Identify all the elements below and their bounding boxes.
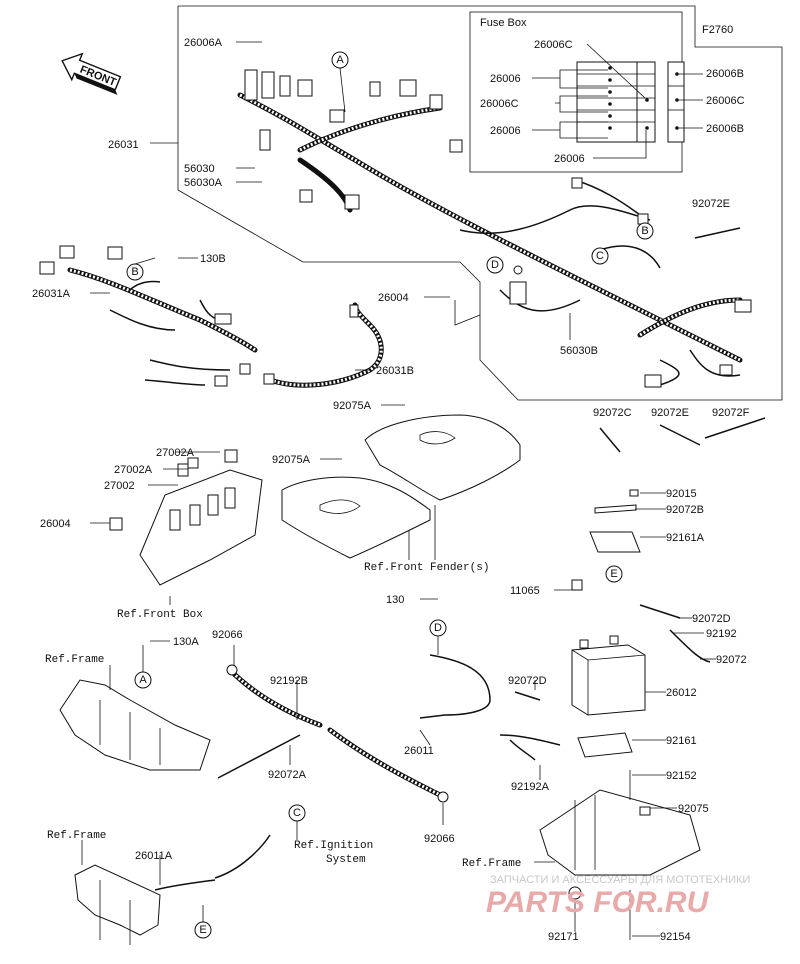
svg-text:D: D xyxy=(491,259,499,271)
part-label-26006a: 26006A xyxy=(184,37,223,49)
part-label-92075: 92075 xyxy=(678,803,709,815)
ref-label: Ref.Front Box xyxy=(117,609,203,621)
part-label-26004: 26004 xyxy=(40,518,71,530)
part-label-26031a: 26031A xyxy=(32,288,71,300)
ref-label: Ref.Frame xyxy=(47,830,106,842)
svg-text:C: C xyxy=(596,250,604,262)
harness-26031a xyxy=(39,245,258,387)
ref-label: System xyxy=(326,854,366,866)
svg-text:B: B xyxy=(131,266,138,278)
svg-text:ЗАПЧАСТИ И АКСЕССУАРЫ ДЛЯ МОТО: ЗАПЧАСТИ И АКСЕССУАРЫ ДЛЯ МОТОТЕХНИКИ xyxy=(490,874,750,886)
fuse-box-title: Fuse Box xyxy=(480,17,527,29)
part-label-92192a: 92192A xyxy=(511,781,550,793)
cables xyxy=(154,227,766,940)
part-label-27002: 27002 xyxy=(104,480,135,492)
part-label-26011: 26011 xyxy=(404,745,434,757)
part-label-92161a: 92161A xyxy=(666,532,705,544)
part-label-92015: 92015 xyxy=(666,488,697,500)
frame-middle-left xyxy=(59,679,211,771)
ref-label: Ref.Ignition xyxy=(294,840,373,852)
part-label-26006c: 26006C xyxy=(706,95,745,107)
main-harness-frame xyxy=(177,5,783,401)
svg-text:C: C xyxy=(293,807,301,819)
callout-circles: A B C D B A D E C E xyxy=(126,51,654,939)
part-label-92152: 92152 xyxy=(666,770,697,782)
main-harness-26031 xyxy=(237,69,752,388)
part-label-92072e: 92072E xyxy=(651,407,689,419)
svg-text:A: A xyxy=(336,54,344,66)
front-box-panel xyxy=(109,449,263,586)
ref-label: Ref.Frame xyxy=(462,858,521,870)
part-label-92192b: 92192B xyxy=(270,675,308,687)
part-label-26006: 26006 xyxy=(554,153,585,165)
reference-labels: Ref.Front Fender(s) Ref.Front BoxRef.Fram… xyxy=(45,562,521,870)
front-arrow: FRONT xyxy=(61,52,122,95)
part-label-26006: 26006 xyxy=(490,125,521,137)
part-label-26006b: 26006B xyxy=(706,123,744,135)
part-label-92161: 92161 xyxy=(666,735,697,747)
part-label-26006c: 26006C xyxy=(480,98,519,110)
svg-text:E: E xyxy=(610,568,617,580)
part-label-92066: 92066 xyxy=(212,629,243,641)
part-label-92072a: 92072A xyxy=(268,769,307,781)
part-label-92171: 92171 xyxy=(548,931,579,943)
part-label-26004: 26004 xyxy=(378,292,409,304)
svg-text:E: E xyxy=(199,924,206,936)
part-label-92072f: 92072F xyxy=(712,407,750,419)
part-label-26031b: 26031B xyxy=(376,365,414,377)
part-label-92072: 92072 xyxy=(716,654,747,666)
svg-text:B: B xyxy=(641,225,648,237)
watermark: ЗАПЧАСТИ И АКСЕССУАРЫ ДЛЯ МОТОТЕХНИКИ PA… xyxy=(486,874,750,919)
part-label-92154: 92154 xyxy=(660,931,691,943)
figure-code: F2760 xyxy=(702,24,733,36)
harness-26031b xyxy=(263,302,384,388)
part-label-92066: 92066 xyxy=(424,833,455,845)
svg-text:PARTS FOR.RU: PARTS FOR.RU xyxy=(486,886,710,919)
part-labels: 26006A260315603056030A26006C2600626006C2… xyxy=(32,37,750,943)
ref-label: Ref.Front Fender(s) xyxy=(364,562,489,574)
part-label-92072c: 92072C xyxy=(593,407,632,419)
part-label-26006: 26006 xyxy=(490,73,521,85)
part-label-27002a: 27002A xyxy=(156,447,195,459)
part-label-26011a: 26011A xyxy=(135,850,173,862)
battery-26012 xyxy=(571,489,646,758)
part-label-27002a: 27002A xyxy=(114,464,153,476)
part-label-92072d: 92072D xyxy=(508,675,547,687)
part-label-26012: 26012 xyxy=(666,687,697,699)
frame-bottom-right xyxy=(539,789,701,876)
part-label-130: 130 xyxy=(386,594,404,606)
part-label-56030: 56030 xyxy=(184,163,215,175)
svg-text:A: A xyxy=(139,674,147,686)
part-label-26006b: 26006B xyxy=(706,68,744,80)
svg-text:D: D xyxy=(434,622,442,634)
part-label-56030a: 56030A xyxy=(184,177,223,189)
ref-label: Ref.Frame xyxy=(45,654,104,666)
part-label-92072d: 92072D xyxy=(692,613,731,625)
part-label-130b: 130B xyxy=(200,253,226,265)
leader-lines xyxy=(81,41,716,937)
frame-bottom-left xyxy=(74,864,161,945)
part-label-92192: 92192 xyxy=(706,628,737,640)
part-label-92075a: 92075A xyxy=(333,400,372,412)
fuse-box-drawing xyxy=(532,43,703,159)
part-label-130a: 130A xyxy=(173,636,199,648)
part-label-92072b: 92072B xyxy=(666,504,704,516)
front-fenders xyxy=(281,414,521,559)
part-label-11065: 11065 xyxy=(510,585,540,597)
part-label-92072e: 92072E xyxy=(692,198,730,210)
part-label-56030b: 56030B xyxy=(560,345,598,357)
part-label-92075a: 92075A xyxy=(272,454,311,466)
part-label-26006c: 26006C xyxy=(534,39,573,51)
part-label-26031: 26031 xyxy=(108,139,139,151)
